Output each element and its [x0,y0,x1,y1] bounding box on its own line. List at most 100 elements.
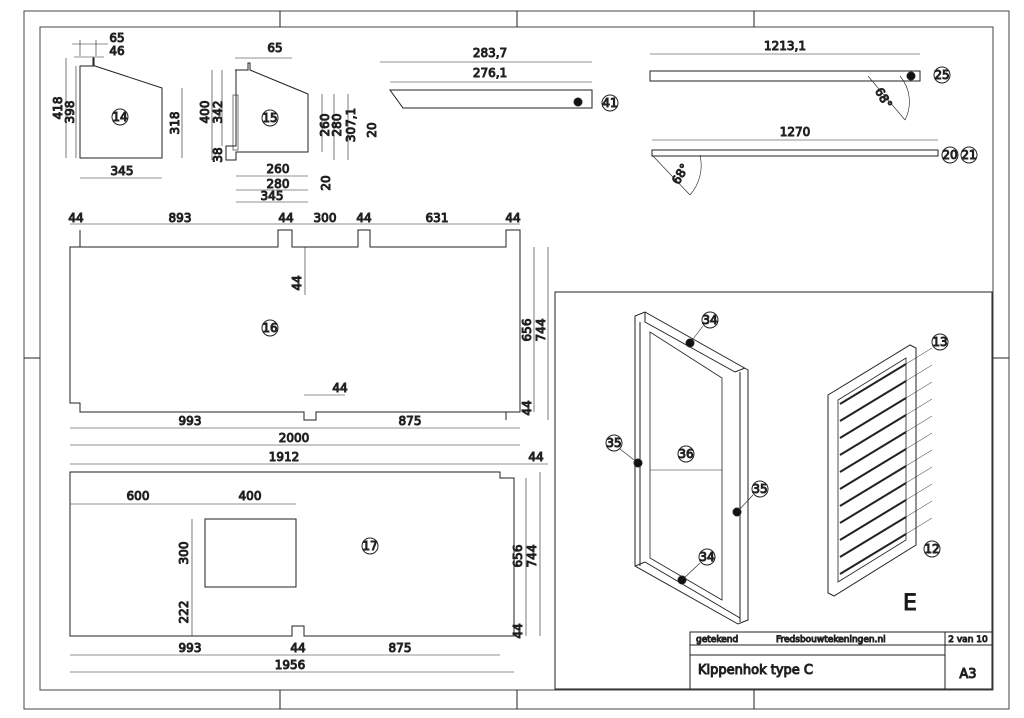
dim-38: 38 [211,147,225,162]
paper-size: A3 [959,667,976,682]
part-17-label: 17 [362,539,377,553]
slat [839,380,907,422]
dim-345: 345 [261,189,284,203]
iso-label-34a: 34 [702,313,717,327]
slat [839,363,907,405]
part-21-label: 21 [961,148,976,162]
dim-318: 318 [168,112,182,135]
dim-44r: 44 [520,400,534,415]
louvre-panel [827,344,933,597]
dim-65: 65 [267,41,282,55]
dim-744: 744 [534,319,548,342]
part-25-label: 25 [934,68,949,82]
part-16-label: 16 [262,321,277,335]
part-14-label: 14 [112,110,127,124]
door-frame [633,311,749,625]
slat [839,448,907,490]
iso-label-35a: 35 [606,436,621,450]
slat-leader [905,398,933,416]
slat-leader [905,364,933,382]
view-letter: E [903,591,917,616]
iso-label-34b: 34 [699,550,714,564]
dim-44a: 44 [68,211,83,225]
dim-44v: 44 [290,275,304,290]
slat-leader [905,466,933,484]
dim-307: 307,1 [344,108,358,142]
iso-label-35b: 35 [752,482,767,496]
slat-leader [905,449,933,467]
slat-leader [905,500,933,518]
dim-280: 280 [267,177,290,191]
dim-1912: 1912 [269,450,300,464]
dim-20v: 20 [365,122,379,137]
part-15: 15 65 400 342 38 260 280 307,1 20 20 260… [198,41,380,204]
dim-65: 65 [109,31,124,45]
drawing-title: Kippenhok type C [698,663,813,678]
dim-418: 418 [51,97,65,120]
page-number: 2 van 10 [948,635,988,645]
slat-leader [905,347,933,365]
slat [839,397,907,439]
dim-276: 276,1 [473,66,507,80]
dim-345: 345 [111,164,134,178]
dim-2000: 2000 [279,431,310,445]
slat [839,482,907,524]
dim-283: 283,7 [473,46,507,60]
dim-280v: 280 [330,114,344,137]
slat [839,431,907,473]
part-16: 16 44 893 44 300 44 631 44 44 656 744 44… [68,211,549,446]
dim-20b: 20 [319,175,333,190]
drawn-label: getekend [696,635,738,645]
dim-44tr: 44 [528,450,543,464]
dim-993: 993 [179,414,202,428]
part-15-label: 15 [262,111,277,125]
iso-view: 34 35 36 35 34 13 12 E [554,291,993,690]
part-20-label: 20 [942,148,957,162]
angle-68b: 68° [669,161,692,186]
slat-leader [905,517,933,535]
dim-398: 398 [63,101,77,124]
angle-68: 68° [872,85,895,110]
dim-1956: 1956 [275,658,306,672]
dim-260v: 260 [318,114,332,137]
slat [839,414,907,456]
dim-44m: 44 [290,641,305,655]
part-14: 14 65 46 418 398 318 345 [51,31,183,179]
dim-1213: 1213,1 [764,39,806,53]
dim-600: 600 [127,489,150,503]
dim-744: 744 [525,545,539,568]
title-block: getekend Fredsbouwtekeningen.nl 2 van 10… [689,631,993,690]
slat-leader [905,483,933,501]
dim-44r: 44 [511,623,525,638]
dim-631: 631 [426,211,449,225]
slat [839,516,907,558]
slat-leader [905,381,933,399]
iso-label-12: 12 [924,542,939,556]
dim-300: 300 [314,211,337,225]
iso-label-13: 13 [932,335,947,349]
dim-46: 46 [109,44,124,58]
dim-44b: 44 [278,211,293,225]
dim-656: 656 [511,545,525,568]
sheet-frame [23,10,1010,710]
dim-993: 993 [179,641,202,655]
dim-656: 656 [520,319,534,342]
dim-44d: 44 [505,211,520,225]
part-17: 17 1912 44 600 400 300 222 656 744 44 99… [69,450,548,673]
part-41-label: 41 [602,96,617,110]
iso-label-36: 36 [678,447,693,461]
slat [839,465,907,507]
dim-222: 222 [177,601,191,624]
dim-1270: 1270 [780,125,811,139]
slat [839,499,907,541]
dim-400: 400 [198,101,212,124]
slat-leader [905,432,933,450]
dim-342: 342 [211,101,225,124]
dim-875: 875 [399,414,422,428]
dim-44c: 44 [356,211,371,225]
dim-300: 300 [177,542,191,565]
part-41: 41 283,7 276,1 [380,46,619,112]
slat [839,533,907,575]
dim-400: 400 [239,489,262,503]
